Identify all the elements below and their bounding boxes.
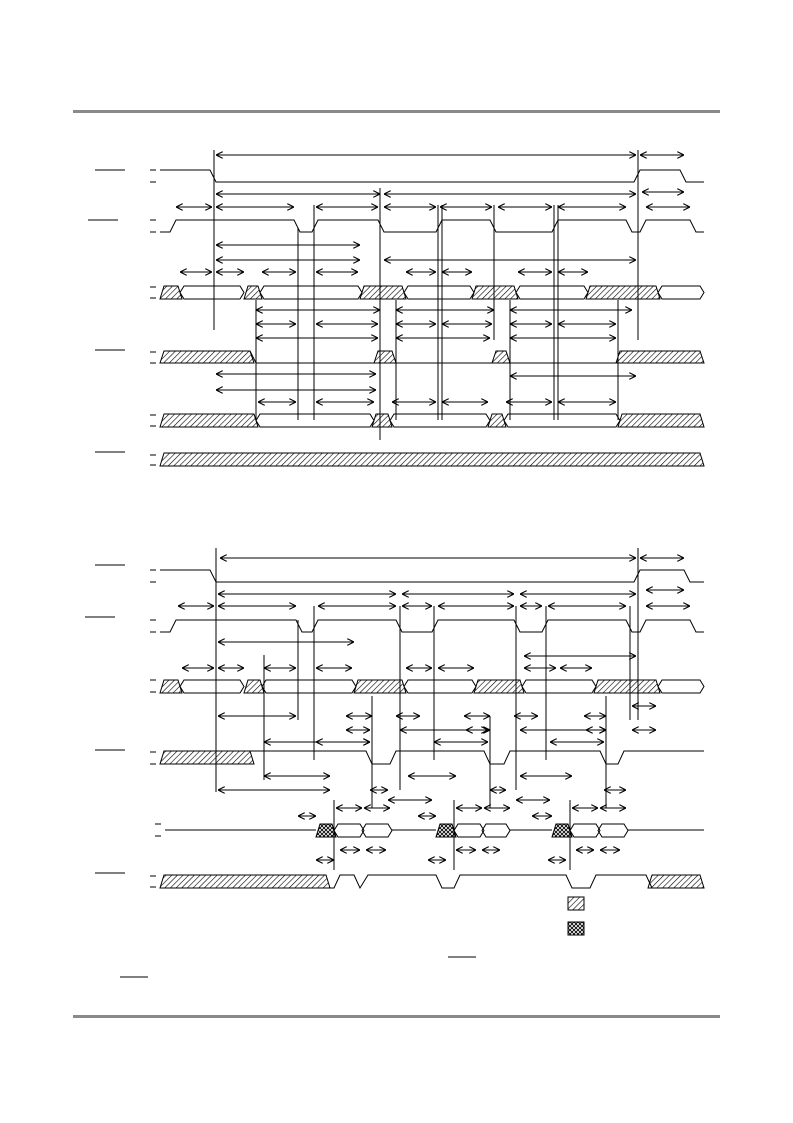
hatched-invalid-data — [159, 679, 183, 694]
waveform-row6 — [328, 874, 653, 890]
hatched-invalid-data — [615, 350, 705, 364]
hatched-invalid-data — [473, 679, 525, 694]
waveform-row1 — [160, 169, 704, 183]
bus-valid-data — [389, 413, 491, 428]
hatched-invalid-data — [617, 413, 705, 428]
waveform-row1 — [160, 569, 704, 583]
hatched-invalid-data — [487, 413, 507, 428]
crosshatched-segment — [315, 823, 337, 838]
legend-hatch-swatch — [567, 896, 585, 911]
bus-valid-data — [255, 413, 375, 428]
bus-valid-data — [657, 679, 705, 694]
bus-valid-data — [261, 679, 357, 694]
hatched-invalid-data — [243, 285, 263, 300]
bus-valid-data — [179, 679, 245, 694]
hatched-invalid-data — [159, 874, 331, 889]
bus-valid-data — [597, 823, 629, 838]
crosshatched-segment — [435, 823, 457, 838]
bus-valid-data — [657, 285, 705, 300]
bus-valid-data — [361, 823, 393, 838]
hatched-invalid-data — [373, 350, 397, 364]
waveform-row4 — [249, 350, 376, 364]
bus-valid-data — [403, 285, 475, 300]
hatched-invalid-data — [359, 285, 407, 300]
hatched-invalid-data — [371, 413, 393, 428]
header-rule — [73, 110, 720, 113]
hatched-invalid-data — [159, 285, 183, 300]
hatched-invalid-data — [471, 285, 519, 300]
hatched-full-row — [159, 452, 705, 467]
bus-valid-data — [179, 285, 245, 300]
bus-valid-data — [481, 823, 511, 838]
hatched-invalid-data — [491, 350, 511, 364]
bus-valid-data — [569, 823, 601, 838]
bus-valid-data — [259, 285, 363, 300]
bus-valid-data — [521, 679, 597, 694]
bus-valid-data — [453, 823, 485, 838]
hatched-invalid-data — [593, 679, 661, 694]
waveform-row2 — [160, 619, 704, 633]
waveform-row2 — [160, 219, 704, 233]
hatched-invalid-data — [353, 679, 407, 694]
hatched-invalid-data — [585, 285, 661, 300]
waveform-row4 — [250, 750, 704, 765]
hatched-invalid-data — [647, 874, 705, 889]
bus-valid-data — [503, 413, 621, 428]
legend-crosshatch-swatch — [567, 921, 585, 936]
hatched-invalid-data — [159, 413, 259, 428]
bus-valid-data — [333, 823, 365, 838]
bus-valid-data — [515, 285, 589, 300]
footer-rule — [73, 1015, 720, 1018]
hatched-invalid-data — [159, 350, 255, 364]
hatched-invalid-data — [159, 750, 255, 765]
bus-valid-data — [403, 679, 477, 694]
crosshatched-segment — [551, 823, 573, 838]
hatched-invalid-data — [243, 679, 265, 694]
